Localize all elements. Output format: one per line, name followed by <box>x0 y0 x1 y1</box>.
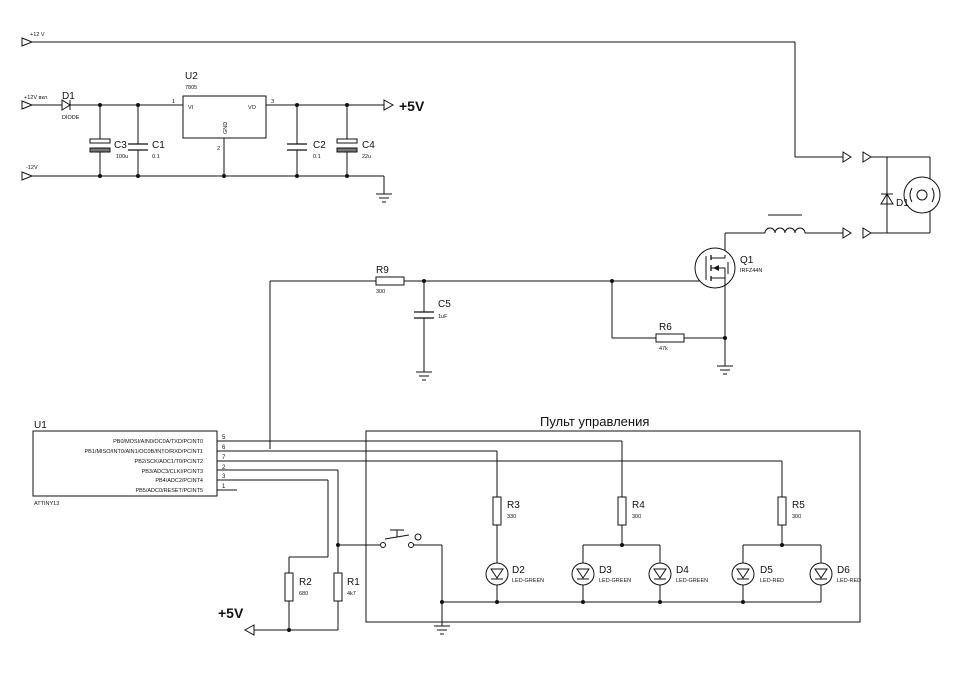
d3-value: LED-GREEN <box>599 578 631 584</box>
c5-ref: C5 <box>438 299 451 310</box>
d3-ref: D3 <box>599 565 612 576</box>
r9-body <box>375 276 405 286</box>
c2-ref: C2 <box>313 140 326 151</box>
c4-ref: C4 <box>362 140 375 151</box>
regulator-vi: VI <box>188 105 194 111</box>
mcu-pin-label: PB0/MOSI/AIN0/OC0A/TXD/PCINT0 <box>113 439 203 445</box>
d4-value: LED-GREEN <box>676 578 708 584</box>
inductor <box>724 214 806 255</box>
mcu-pin-label: PB1/MISO/INT0/AIN1/OC0B/INTO/RXD/PCINT1 <box>85 449 203 455</box>
c2-value: 0.1 <box>313 154 321 160</box>
mcu-pin-label: PB2/SCK/ADC1/T0/PCINT2 <box>135 459 203 465</box>
mcu-pin-label: PB3/ADC3/CLKI/PCINT3 <box>142 469 203 475</box>
r6-value: 47k <box>659 346 668 352</box>
regulator-pin3: 3 <box>271 99 274 105</box>
plus12-in-label: +12V вкл <box>24 95 47 101</box>
plus5-bottom-label: +5V <box>218 605 244 621</box>
d5-ref: D5 <box>760 565 773 576</box>
reset-pullups: R2 680 R1 4k7 +5V <box>218 470 380 636</box>
diode-in-value: DIODE <box>62 115 80 121</box>
r4-body <box>617 496 627 526</box>
mosfet-ref: Q1 <box>740 255 754 266</box>
r1-ref: R1 <box>347 577 360 588</box>
r5-ref: R5 <box>792 500 805 511</box>
c3-value: 100u <box>116 154 128 160</box>
c3-ref: C3 <box>114 140 127 151</box>
diode-in-ref: D1 <box>62 91 75 102</box>
mcu-part: ATTINY13 <box>34 501 59 507</box>
c5-value: 1uF <box>438 314 448 320</box>
r2-body <box>284 572 294 602</box>
d6-value: LED-RED <box>837 578 861 584</box>
c1-ref: C1 <box>152 140 165 151</box>
plus5-top-label: +5V <box>399 98 425 114</box>
mosfet-value: IRFZ44N <box>740 268 762 274</box>
r2-ref: R2 <box>299 577 312 588</box>
regulator-value: 7805 <box>185 85 197 91</box>
regulator-gnd: GND <box>223 122 229 134</box>
d5-value: LED-RED <box>760 578 784 584</box>
d4-ref: D4 <box>676 565 689 576</box>
r5-value: 300 <box>792 514 801 520</box>
c4-value: 22u <box>362 154 371 160</box>
panel-frame <box>365 430 861 623</box>
r4-value: 300 <box>632 514 641 520</box>
plus12-label: +12 V <box>30 32 45 38</box>
r1-body <box>333 572 343 602</box>
mcu-pin-num: 2 <box>222 465 226 471</box>
load-ref: D1 <box>896 198 909 209</box>
mcu-pin-num: 5 <box>222 435 226 441</box>
d6-ref: D6 <box>837 565 850 576</box>
r5-body <box>777 496 787 526</box>
r3-ref: R3 <box>507 500 520 511</box>
mcu-pin-label: PB5/ADC0/RESET/PCINT5 <box>135 488 203 494</box>
c1-value: 0.1 <box>152 154 160 160</box>
r3-body <box>492 496 502 526</box>
regulator-vo: VO <box>248 105 257 111</box>
mcu-pin-num: 3 <box>222 474 226 480</box>
regulator-body <box>182 95 267 139</box>
r9-ref: R9 <box>376 265 389 276</box>
mcu-pin-num: 6 <box>222 445 226 451</box>
r4-ref: R4 <box>632 500 645 511</box>
r6-body <box>655 333 685 343</box>
plus12-rail: +12 V <box>21 32 930 163</box>
minus12-label: -12V <box>26 165 38 171</box>
mcu-ref: U1 <box>34 420 47 431</box>
d2-value: LED-GREEN <box>512 578 544 584</box>
mcu-pin-num: 7 <box>222 455 226 461</box>
r2-value: 680 <box>299 591 308 597</box>
d2-ref: D2 <box>512 565 525 576</box>
load-block: D1 <box>805 157 941 239</box>
control-panel: Пульт управления R3 330 D2 LED-GREEN <box>365 414 861 635</box>
mcu-pin-num: 1 <box>222 484 226 490</box>
panel-title: Пульт управления <box>540 414 649 429</box>
regulator-pin1: 1 <box>172 99 175 105</box>
regulator-section: +12V вкл D1 DIODE U2 7805 VI VO GND 1 3 … <box>21 71 425 203</box>
regulator-ref: U2 <box>185 71 198 82</box>
regulator-pin2: 2 <box>217 146 220 152</box>
r1-value: 4k7 <box>347 591 356 597</box>
r3-value: 330 <box>507 514 516 520</box>
r9-value: 300 <box>376 289 385 295</box>
mcu-pin-label: PB4/ADC2/PCINT4 <box>155 478 203 484</box>
r6-ref: R6 <box>659 322 672 333</box>
mcu-body <box>32 430 218 497</box>
mcu-block: U1 ATTINY13 PB0/MOSI/AIN0/OC0A/TXD/PCINT… <box>32 420 783 507</box>
gate-drive: R9 300 C5 1uF R6 47k <box>269 247 762 449</box>
